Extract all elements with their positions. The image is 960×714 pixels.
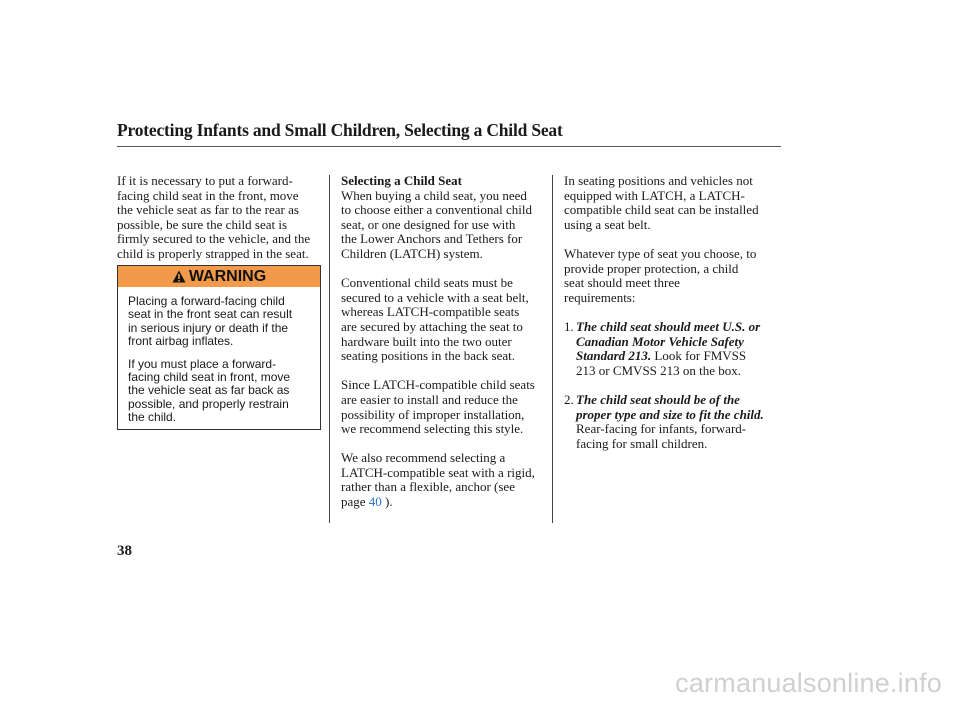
mid-paragraph-1: When buying a child seat, you need to ch… <box>341 187 532 261</box>
requirement-text: Rear-facing for infants, forward- facing… <box>576 421 747 451</box>
right-paragraph-2: Whatever type of seat you choose, to pro… <box>564 245 757 305</box>
warning-paragraph-2: If you must place a forward- facing chil… <box>128 356 291 425</box>
column-divider-left <box>329 175 330 523</box>
header-rule <box>117 146 781 147</box>
requirement-number: 2. <box>564 391 574 407</box>
warning-banner: WARNING <box>118 266 320 287</box>
watermark: carmanualsonline.info <box>675 668 942 698</box>
warning-box: WARNING Placing a forward-facing child s… <box>117 265 321 430</box>
requirement-1: 1. The child seat should meet U.S. or Ca… <box>564 318 784 378</box>
requirement-heading: The child seat should meet U.S. or Canad… <box>576 318 761 364</box>
mid-paragraph-2: Conventional child seats must be secured… <box>341 275 529 364</box>
page-title: Protecting Infants and Small Children, S… <box>117 120 563 140</box>
requirement-2: 2. The child seat should be of the prope… <box>564 391 784 451</box>
left-column: If it is necessary to put a forward- fac… <box>117 173 327 276</box>
intro-paragraph: If it is necessary to put a forward- fac… <box>117 173 311 261</box>
requirement-heading: The child seat should be of the proper t… <box>576 391 764 422</box>
section-heading: Selecting a Child Seat <box>341 173 462 188</box>
mid-paragraph-4: We also recommend selecting a LATCH-comp… <box>341 450 535 510</box>
column-divider-right <box>552 175 553 523</box>
warning-triangle-icon <box>172 270 186 283</box>
right-paragraph-1: In seating positions and vehicles not eq… <box>564 173 759 232</box>
middle-column: Selecting a Child Seat When buying a chi… <box>341 173 551 524</box>
requirement-number: 1. <box>564 318 574 334</box>
page-number: 38 <box>117 543 132 559</box>
warning-label: WARNING <box>188 267 267 285</box>
mid-paragraph-3: Since LATCH-compatible child seats are e… <box>341 377 535 437</box>
page-link[interactable]: 40 <box>368 494 382 510</box>
right-column: In seating positions and vehicles not eq… <box>564 173 784 466</box>
requirement-text: Look for FMVSS 213 or CMVSS 213 on the b… <box>576 348 747 378</box>
warning-paragraph-1: Placing a forward-facing child seat in t… <box>128 294 293 349</box>
